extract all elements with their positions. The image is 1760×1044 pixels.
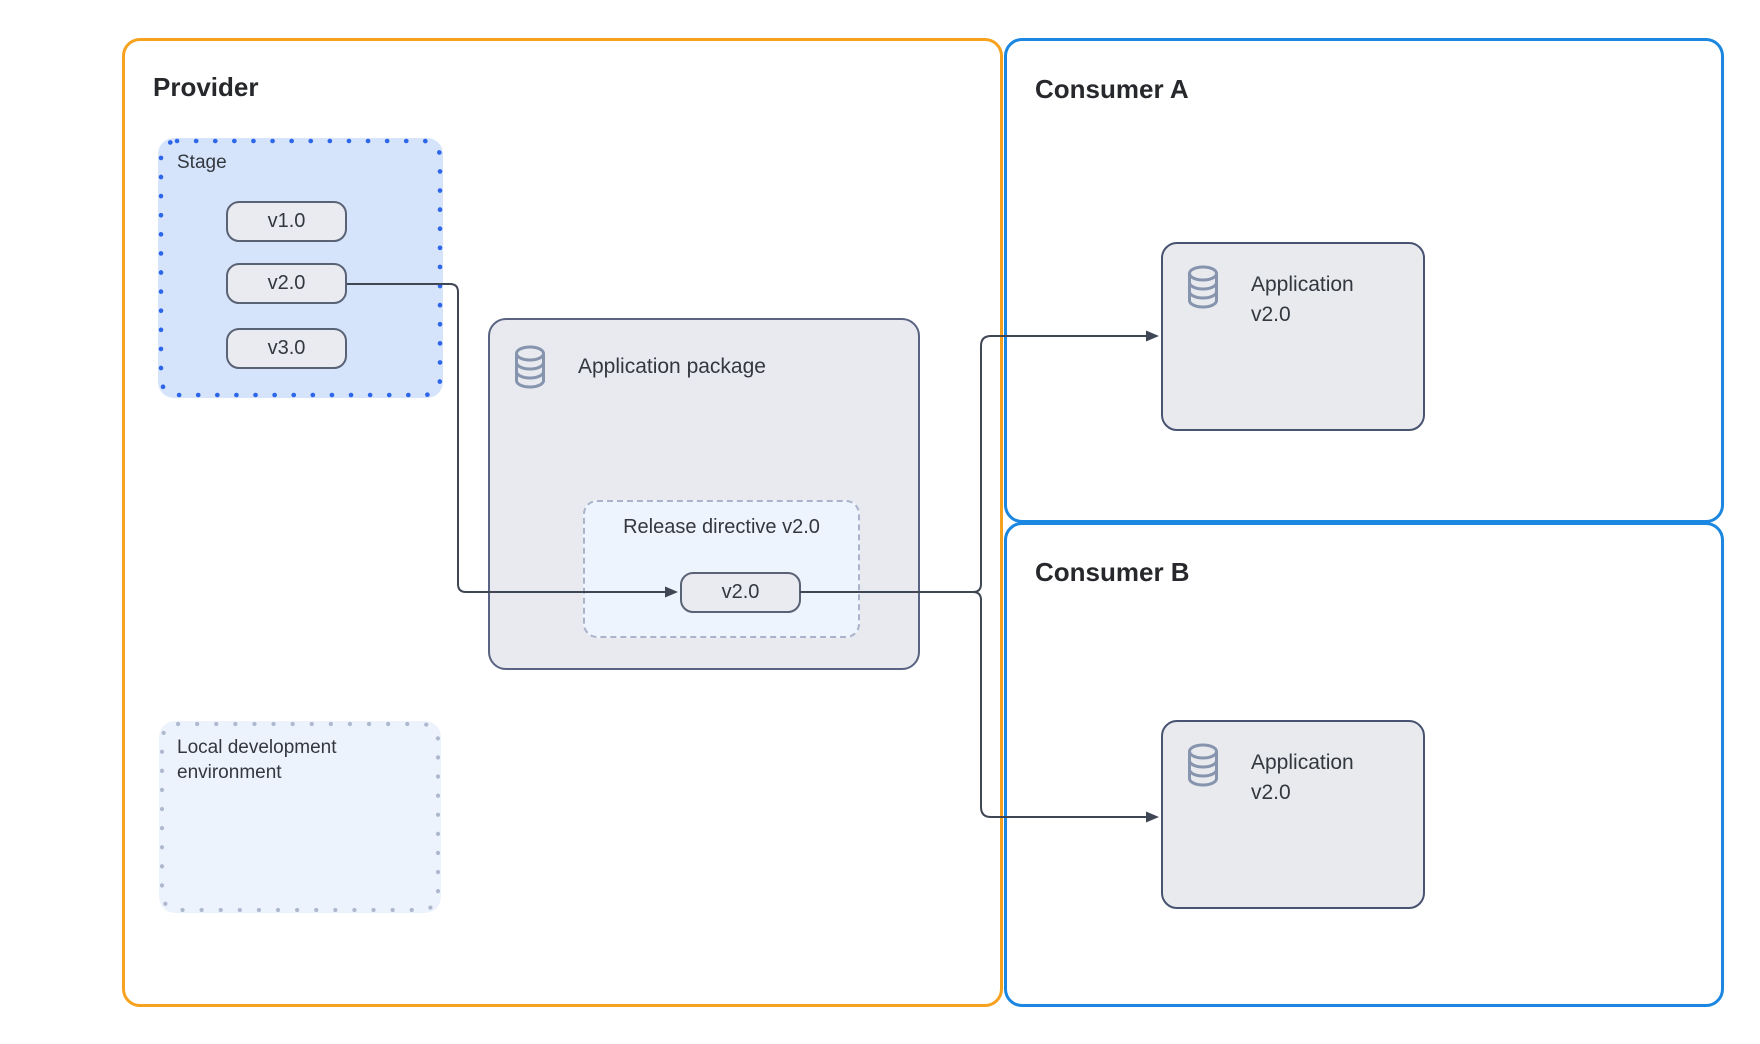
- consumer-b-application-version: v2.0: [1251, 781, 1291, 804]
- consumer-b-application-name: Application: [1251, 751, 1354, 774]
- consumer-b-title: Consumer B: [1035, 557, 1190, 587]
- local-development-environment-label: Local development environment: [177, 737, 337, 783]
- local-development-environment-box: Local development environment: [159, 721, 441, 913]
- stage-version-chip-v3: v3.0: [226, 328, 347, 369]
- consumer-a-title: Consumer A: [1035, 74, 1189, 104]
- consumer-a-application-version: v2.0: [1251, 303, 1291, 326]
- release-directive-box: Release directive v2.0: [583, 500, 860, 638]
- consumer-a-application-name: Application: [1251, 273, 1354, 296]
- consumer-a-application-box: Application v2.0: [1161, 242, 1425, 431]
- database-icon: [1183, 741, 1223, 789]
- provider-title: Provider: [153, 72, 259, 102]
- consumer-b-application-box: Application v2.0: [1161, 720, 1425, 909]
- stage-version-chip-v1: v1.0: [226, 201, 347, 242]
- stage-label: Stage: [177, 152, 227, 173]
- application-package-label: Application package: [578, 355, 766, 378]
- release-directive-version-chip: v2.0: [680, 572, 801, 613]
- database-icon: [510, 344, 550, 390]
- consumer-a-box: [1004, 38, 1724, 523]
- stage-version-chip-v2: v2.0: [226, 263, 347, 304]
- release-directive-label: Release directive v2.0: [623, 516, 820, 538]
- database-icon: [1183, 263, 1223, 311]
